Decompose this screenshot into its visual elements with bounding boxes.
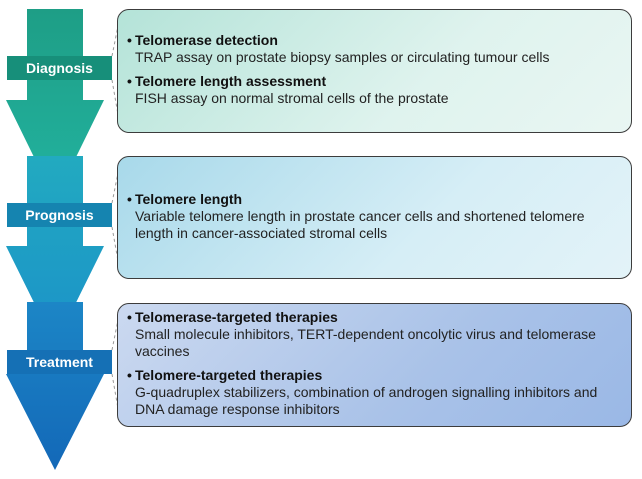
bullet-icon: • [127, 73, 132, 89]
connector-line [111, 15, 121, 57]
treatment-label: Treatment [26, 354, 93, 370]
diagnosis-item: •Telomere length assessment FISH assay o… [127, 73, 621, 107]
bullet-icon: • [127, 309, 132, 325]
item-text: Small molecule inhibitors, TERT-dependen… [135, 326, 596, 359]
prognosis-label-bg [7, 203, 112, 227]
treatment-item: •Telomerase-targeted therapies Small mol… [127, 309, 621, 360]
item-title: Telomerase-targeted therapies [135, 309, 338, 325]
item-title: Telomere length assessment [135, 73, 327, 89]
item-text: G-quadruplex stabilizers, combination of… [135, 384, 598, 417]
treatment-arrow [6, 302, 104, 470]
bullet-icon: • [127, 32, 132, 48]
item-title: Telomerase detection [135, 32, 278, 48]
treatment-item: •Telomere-targeted therapies G-quadruple… [127, 367, 621, 418]
diagnosis-label: Diagnosis [26, 60, 93, 76]
bullet-icon: • [127, 367, 132, 383]
treatment-label-bg [7, 350, 112, 374]
diagnosis-label-bg [7, 56, 112, 80]
prognosis-label: Prognosis [25, 207, 94, 223]
item-title: Telomere-targeted therapies [135, 367, 323, 383]
diagnosis-box: •Telomerase detection TRAP assay on pros… [117, 9, 632, 133]
prognosis-box: •Telomere length Variable telomere lengt… [117, 156, 632, 279]
item-text: TRAP assay on prostate biopsy samples or… [135, 49, 550, 65]
item-text: Variable telomere length in prostate can… [135, 207, 585, 241]
item-text: FISH assay on normal stromal cells of th… [135, 90, 449, 106]
bullet-icon: • [127, 190, 132, 207]
connector-line [111, 309, 121, 351]
prognosis-item: •Telomere length Variable telomere lengt… [127, 191, 621, 242]
item-title: Telomere length [135, 190, 243, 207]
connector-line [111, 162, 121, 204]
treatment-box: •Telomerase-targeted therapies Small mol… [117, 303, 632, 427]
diagnosis-item: •Telomerase detection TRAP assay on pros… [127, 32, 621, 66]
